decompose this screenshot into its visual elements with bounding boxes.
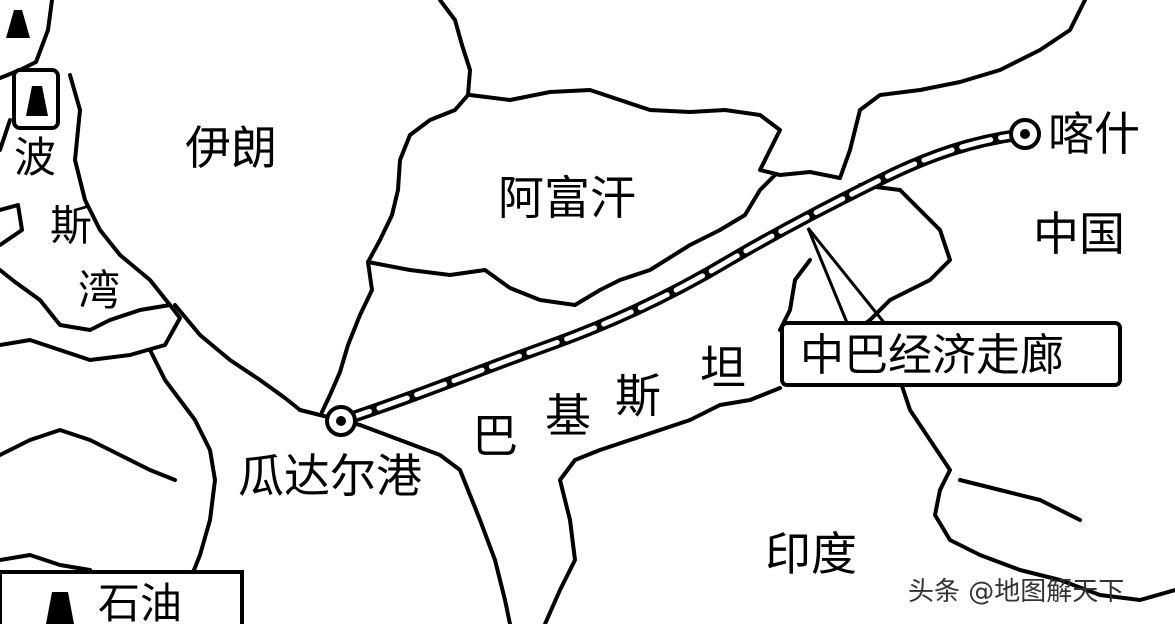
watermark: 头条 @地图解天下 [908, 577, 1124, 607]
label-china: 中国 [1033, 207, 1125, 261]
label-pakistan-3: 斯 [615, 369, 661, 423]
corridor-leader-lines [806, 227, 892, 331]
legend: 石油 [0, 570, 244, 624]
label-persian-gulf-2: 斯 [50, 201, 92, 250]
kashgar-marker [1009, 118, 1041, 150]
corridor-label-box: 中巴经济走廊 [780, 321, 1122, 387]
afghan-north-border [468, 88, 842, 180]
iran-south-coast [173, 303, 302, 412]
label-pakistan-2: 基 [545, 389, 591, 443]
label-india: 印度 [765, 527, 857, 581]
label-afghanistan: 阿富汗 [498, 171, 636, 225]
label-kashgar: 喀什 [1048, 107, 1140, 161]
label-persian-gulf-1: 波 [14, 133, 56, 182]
persian-gulf-coast [0, 0, 182, 482]
gwadar-marker [325, 405, 357, 437]
label-pakistan-4: 坦 [700, 341, 746, 395]
arabian-coast [0, 348, 217, 582]
oil-icon [46, 592, 74, 624]
label-iran: 伊朗 [185, 121, 277, 175]
iran-west-border [68, 73, 172, 307]
iran-afghan-border [320, 0, 472, 414]
label-gwadar: 瓜达尔港 [238, 449, 422, 503]
china-border [838, 0, 1087, 337]
corridor-route-dashes [338, 131, 1028, 424]
legend-oil-label: 石油 [98, 579, 182, 624]
india-north-border [778, 258, 1175, 602]
corridor-route [335, 128, 1031, 427]
afghan-pak-border [366, 173, 777, 307]
label-pakistan-1: 巴 [472, 409, 518, 463]
pak-india-border [543, 386, 782, 624]
label-persian-gulf-3: 湾 [78, 266, 120, 315]
oil-icon [12, 68, 60, 130]
corridor-label: 中巴经济走廊 [800, 330, 1064, 381]
oil-icon [6, 10, 30, 38]
